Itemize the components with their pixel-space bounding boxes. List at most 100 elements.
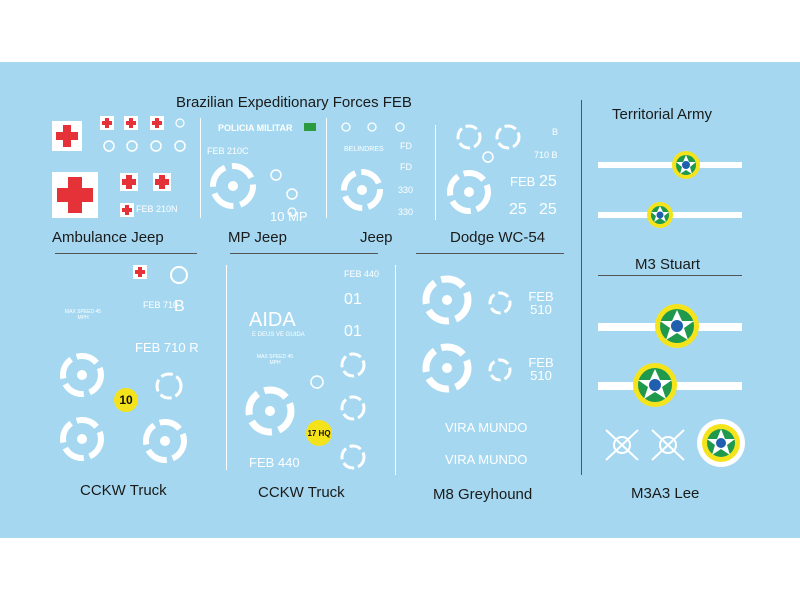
policia-militar-text: POLICIA MILITAR [218, 123, 293, 133]
roundel-icon [310, 375, 324, 389]
roundel-icon [174, 140, 186, 152]
red-cross-icon [52, 121, 82, 151]
roundel-icon [488, 291, 512, 315]
red-cross-icon [124, 116, 138, 130]
710b-text: 710 B [534, 150, 558, 160]
label-mp-jeep: MP Jeep [228, 229, 287, 246]
hq-badge: 17 HQ [306, 420, 332, 446]
fd-text-2: FD [400, 162, 412, 172]
roundel-icon [340, 444, 366, 470]
roundel-icon [422, 343, 472, 393]
roundel-icon [245, 386, 295, 436]
red-cross-icon [150, 116, 164, 130]
feb-710-text: FEB 710 [143, 300, 179, 310]
330-text-2: 330 [398, 207, 414, 217]
roundel-icon [270, 169, 282, 181]
label-cckw-truck-1: CCKW Truck [80, 482, 167, 499]
territorial-star-bar-2 [598, 202, 742, 228]
red-cross-icon [100, 116, 114, 130]
feb-210n-text: FEB 210N [136, 204, 178, 214]
stuart-star-bar-2 [598, 363, 742, 407]
roundel-icon [155, 372, 183, 400]
divider-right-vertical [581, 100, 582, 475]
label-m3-stuart: M3 Stuart [635, 256, 701, 273]
roundel-icon [143, 419, 187, 463]
label-m3a3-lee: M3A3 Lee [631, 485, 700, 502]
feb-710r-text: FEB 710 R [135, 340, 199, 355]
vira-mundo-text-2: VIRA MUNDO [445, 452, 528, 467]
roundel-icon [482, 151, 494, 163]
aida-subtitle-text: E DEUS VE GUIDA [252, 332, 305, 338]
roundel-icon [340, 395, 366, 421]
feb-510-text-2: FEB 510 [528, 355, 554, 383]
label-ambulance-jeep: Ambulance Jeep [52, 229, 164, 246]
red-cross-icon [120, 173, 138, 191]
01-text-1: 01 [344, 291, 362, 308]
fd-text-1: FD [400, 141, 412, 151]
label-cckw-truck-2: CCKW Truck [258, 484, 345, 501]
divider-white-5 [395, 265, 396, 475]
roundel-icon [170, 266, 188, 284]
roundel-icon [60, 417, 104, 461]
25-text-3: 25 [539, 201, 557, 218]
lee-star-roundel [697, 419, 745, 467]
label-territorial-army: Territorial Army [612, 106, 713, 123]
mp-10-text: 10 MP [270, 209, 308, 224]
roundel-icon [286, 188, 298, 200]
roundel-icon [395, 122, 405, 132]
roundel-icon [495, 124, 521, 150]
cobra-emblem-icon [605, 429, 639, 461]
number-badge: 10 [114, 388, 138, 412]
cobra-emblem-icon [651, 429, 685, 461]
aida-text: AIDA [249, 309, 296, 331]
dodge-feb-text: FEB [510, 174, 536, 189]
roundel-icon [456, 124, 482, 150]
roundel-icon [287, 207, 297, 217]
dodge-b-text: B [552, 127, 559, 137]
25-text-1: 25 [539, 173, 557, 190]
belindres-text: BELINDRES [344, 146, 384, 153]
roundel-icon [341, 122, 351, 132]
feb-210c-text: FEB 210C [207, 146, 249, 156]
max-speed-text-1: MAX SPEED 45 MPH [64, 309, 102, 321]
territorial-star-bar-1 [598, 151, 742, 179]
roundel-icon [367, 122, 377, 132]
divider-dodge [416, 253, 564, 254]
roundel-icon [210, 163, 256, 209]
roundel-icon [340, 352, 366, 378]
divider-white-3 [435, 125, 436, 220]
330-text-1: 330 [398, 185, 414, 195]
red-cross-icon [153, 173, 171, 191]
feb-510-text-1: FEB 510 [528, 289, 554, 317]
divider-stuart [598, 275, 742, 276]
label-jeep: Jeep [360, 229, 393, 246]
feb-440-small-text: FEB 440 [344, 269, 380, 279]
feb-440-text: FEB 440 [249, 455, 300, 470]
roundel-icon [488, 358, 512, 382]
01-text-2: 01 [344, 323, 362, 340]
divider-ambulance [55, 253, 197, 254]
red-cross-icon [52, 172, 98, 218]
divider-mp [230, 253, 378, 254]
sheet-title: Brazilian Expeditionary Forces FEB [176, 94, 412, 111]
stuart-star-bar-1 [598, 304, 742, 348]
roundel-icon [103, 140, 115, 152]
roundel-icon [126, 140, 138, 152]
label-dodge: Dodge WC-54 [450, 229, 546, 246]
divider-white-2 [326, 118, 327, 218]
label-m8-greyhound: M8 Greyhound [433, 486, 533, 503]
25-text-2: 25 [509, 201, 527, 218]
red-cross-icon [133, 265, 147, 279]
red-cross-icon [120, 203, 134, 217]
roundel-icon [150, 140, 162, 152]
roundel-icon [60, 353, 104, 397]
roundel-icon [341, 169, 383, 211]
divider-white-4 [226, 265, 227, 470]
vira-mundo-text-1: VIRA MUNDO [445, 420, 528, 435]
max-speed-text-2: MAX SPEED 45 MPH [256, 354, 294, 366]
brazil-flag-icon [304, 123, 316, 131]
roundel-icon [422, 275, 472, 325]
letter-b-text: B [174, 298, 185, 315]
roundel-icon [175, 118, 185, 128]
